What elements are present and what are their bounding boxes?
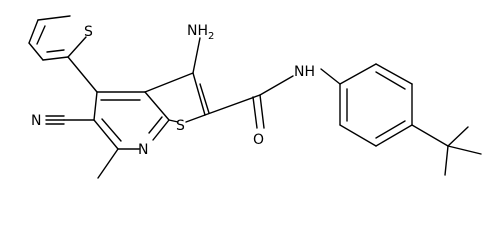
bond <box>152 119 170 141</box>
bond <box>168 119 179 123</box>
bond <box>36 25 46 45</box>
bond <box>144 91 170 121</box>
methyl-bond <box>97 148 119 179</box>
thienyl-sulfur-label: S <box>84 24 93 40</box>
bond <box>339 124 377 147</box>
carbonyl-bond <box>252 96 258 129</box>
bond <box>199 83 210 114</box>
structure-canvas: S NH2 NH O S N N <box>28 15 482 179</box>
pyridine-nitrogen-label: N <box>138 142 148 158</box>
bond <box>192 37 201 74</box>
carbonyl-oxygen-label: O <box>253 132 264 148</box>
bond <box>339 63 377 85</box>
carbonyl-bond <box>259 94 265 129</box>
bond <box>375 63 413 85</box>
bond <box>259 75 294 96</box>
bond <box>444 145 449 176</box>
fused-thiophene-ring <box>144 72 210 123</box>
amide-h: H <box>304 64 315 80</box>
bond <box>320 68 341 85</box>
bond <box>185 114 206 123</box>
bond <box>192 72 206 116</box>
pyridine-ring <box>93 91 170 150</box>
bond <box>204 94 261 116</box>
bond <box>42 56 69 61</box>
bond <box>375 71 406 90</box>
fused-thiophene-sulfur-label: S <box>176 118 185 134</box>
bond <box>375 124 413 147</box>
amino-subscript: 2 <box>208 31 214 42</box>
bond <box>93 91 98 121</box>
tert-butyl-group <box>411 124 482 176</box>
cyano-nitrogen-label: N <box>31 113 41 129</box>
bond <box>67 56 98 93</box>
bond <box>148 116 163 134</box>
thienyl-ring <box>28 15 87 61</box>
amide-nh-label: NH <box>294 64 315 80</box>
bond <box>93 119 119 150</box>
bond <box>37 15 71 21</box>
bond <box>101 118 122 142</box>
bond <box>144 72 194 93</box>
amino-label: NH2 <box>187 23 214 42</box>
molecule-diagram: S NH2 NH O S N N <box>28 15 482 179</box>
amide-n: N <box>294 64 304 80</box>
bond <box>28 19 39 44</box>
amino-h: H <box>197 23 208 39</box>
bond <box>447 145 482 155</box>
bond <box>67 36 87 58</box>
benzene-ring <box>339 63 413 147</box>
bond <box>411 124 449 147</box>
amino-n: N <box>187 23 197 39</box>
bond <box>28 42 44 61</box>
bond <box>447 126 469 147</box>
bond <box>375 120 406 139</box>
bond <box>46 49 65 53</box>
